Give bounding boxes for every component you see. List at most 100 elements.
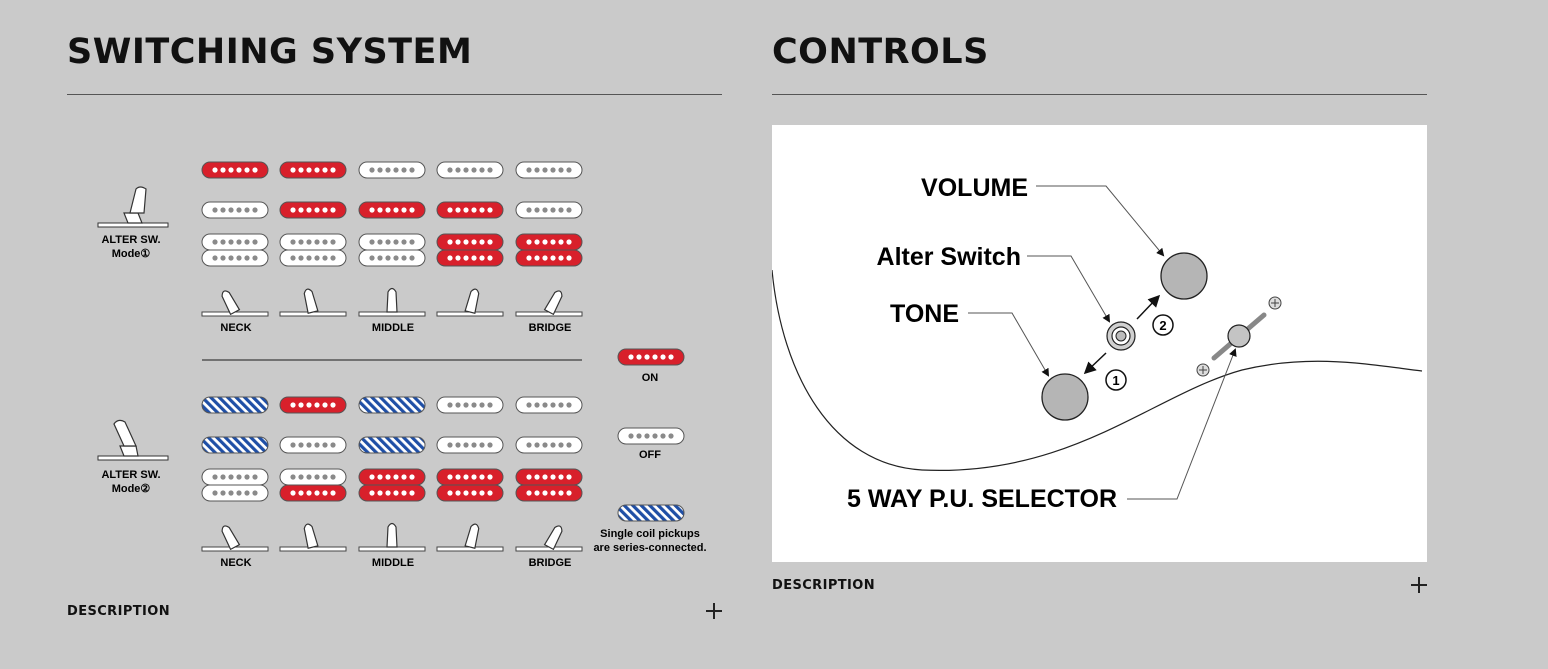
controls-description-label: DESCRIPTION (772, 577, 875, 593)
selector-position-icon (358, 287, 426, 317)
pickup-on (279, 201, 347, 219)
pickup-on (515, 233, 583, 251)
legend-off-label: OFF (639, 449, 661, 461)
controls-title: CONTROLS (772, 32, 989, 72)
tone-leader (968, 312, 1050, 377)
title-divider (772, 94, 1427, 95)
legend-on-swatch (617, 348, 685, 366)
pickup-on (436, 484, 504, 502)
selector-position-icon (279, 288, 347, 317)
circle-number-2 (1152, 314, 1174, 336)
screw-icon (1268, 296, 1282, 310)
pickup-off (279, 468, 347, 486)
arrow-direction-2 (1136, 294, 1161, 320)
pickup-off (515, 201, 583, 219)
selector-position-icon (279, 523, 347, 552)
selector-label: 5 WAY P.U. SELECTOR (847, 485, 1117, 513)
plus-icon[interactable] (1411, 577, 1427, 593)
selector-position-icon (358, 522, 426, 552)
switching-description-label: DESCRIPTION (67, 603, 170, 619)
position-label-bridge-2: BRIDGE (529, 557, 572, 569)
pickup-series (201, 396, 269, 414)
pickup-series (358, 396, 426, 414)
selector-switch-icon (1211, 312, 1267, 361)
arrow-direction-1 (1083, 352, 1107, 375)
pickup-off (201, 468, 269, 486)
selector-position-icon (201, 525, 269, 552)
pickup-off (515, 396, 583, 414)
pickup-on (201, 161, 269, 179)
legend-on-label: ON (642, 372, 659, 384)
pickup-off (358, 233, 426, 251)
pickup-off (436, 161, 504, 179)
pickup-off (515, 436, 583, 454)
pickup-on (358, 484, 426, 502)
alter-switch-icon (1106, 321, 1136, 351)
selector-position-icon (515, 290, 583, 317)
title-divider (67, 94, 722, 95)
legend-series-line1: Single coil pickups (600, 528, 700, 540)
pickup-off (436, 436, 504, 454)
alter-switch-label: Alter Switch (877, 243, 1021, 271)
selector-position-icon (436, 288, 504, 317)
controls-diagram: 2 1 VOLUME Alter Switch TONE 5 WAY P.U. … (771, 125, 1427, 562)
position-label-bridge-1: BRIDGE (529, 322, 572, 334)
pickup-off (201, 249, 269, 267)
circle-number-1 (1105, 369, 1127, 391)
pickup-on (436, 233, 504, 251)
guitar-body-outline (771, 269, 1423, 471)
pickup-on (358, 201, 426, 219)
controls-description-toggle[interactable]: DESCRIPTION (772, 573, 1427, 597)
legend-series-swatch (617, 504, 685, 522)
mode2-label-line1: ALTER SW. (101, 469, 160, 481)
screw-icon (1196, 363, 1210, 377)
position-label-neck-1: NECK (220, 322, 251, 334)
pickup-off (201, 201, 269, 219)
plus-icon[interactable] (706, 603, 722, 619)
pickup-off (201, 233, 269, 251)
mode2-label-line2: Mode② (112, 483, 151, 495)
pickup-off (201, 484, 269, 502)
legend-off-swatch (617, 427, 685, 445)
pickup-on (515, 249, 583, 267)
number-2: 2 (1159, 318, 1166, 333)
volume-label: VOLUME (921, 174, 1028, 202)
tone-knob (1041, 373, 1089, 421)
selector-leader (1127, 348, 1237, 500)
alter-switch-mode2-icon (97, 419, 169, 461)
pickup-series (201, 436, 269, 454)
alter-switch-mode1-icon (97, 186, 169, 228)
tone-label: TONE (890, 300, 959, 328)
position-label-middle-1: MIDDLE (372, 322, 414, 334)
pickup-off (515, 161, 583, 179)
pickup-on (279, 396, 347, 414)
volume-knob (1160, 252, 1208, 300)
pickup-on (436, 468, 504, 486)
switching-description-toggle[interactable]: DESCRIPTION (67, 599, 722, 623)
pickup-off (279, 436, 347, 454)
selector-position-icon (436, 523, 504, 552)
pickup-on (279, 484, 347, 502)
pickup-on (358, 468, 426, 486)
position-label-middle-2: MIDDLE (372, 557, 414, 569)
number-1: 1 (1112, 373, 1119, 388)
volume-leader (1036, 185, 1165, 257)
pickup-on (515, 468, 583, 486)
pickup-on (436, 201, 504, 219)
pickup-on (436, 249, 504, 267)
pickup-on (515, 484, 583, 502)
switching-diagram: ALTER SW. Mode① ALTER SW. Mode② NECK MID… (97, 161, 707, 569)
pickup-off (279, 249, 347, 267)
mode1-label-line2: Mode① (112, 248, 151, 260)
legend-series-line2: are series-connected. (593, 542, 706, 554)
alter-switch-leader (1027, 255, 1111, 323)
selector-position-icon (515, 525, 583, 552)
pickup-off (358, 161, 426, 179)
position-label-neck-2: NECK (220, 557, 251, 569)
pickup-off (279, 233, 347, 251)
pickup-series (358, 436, 426, 454)
pickup-off (358, 249, 426, 267)
pickup-off (436, 396, 504, 414)
pickup-on (279, 161, 347, 179)
switching-system-title: SWITCHING SYSTEM (67, 32, 473, 72)
